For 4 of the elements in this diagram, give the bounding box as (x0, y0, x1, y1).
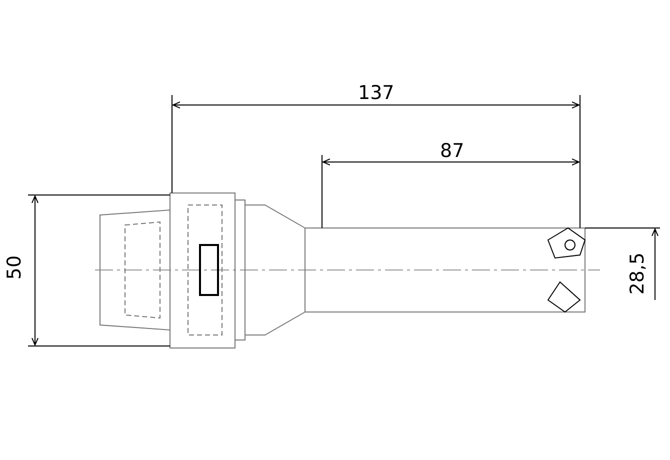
dimension-value: 50 (6, 255, 25, 280)
dimension-value: 87 (440, 142, 464, 161)
dimension-value: 137 (358, 84, 394, 103)
dimension-value: 28,5 (628, 252, 648, 295)
